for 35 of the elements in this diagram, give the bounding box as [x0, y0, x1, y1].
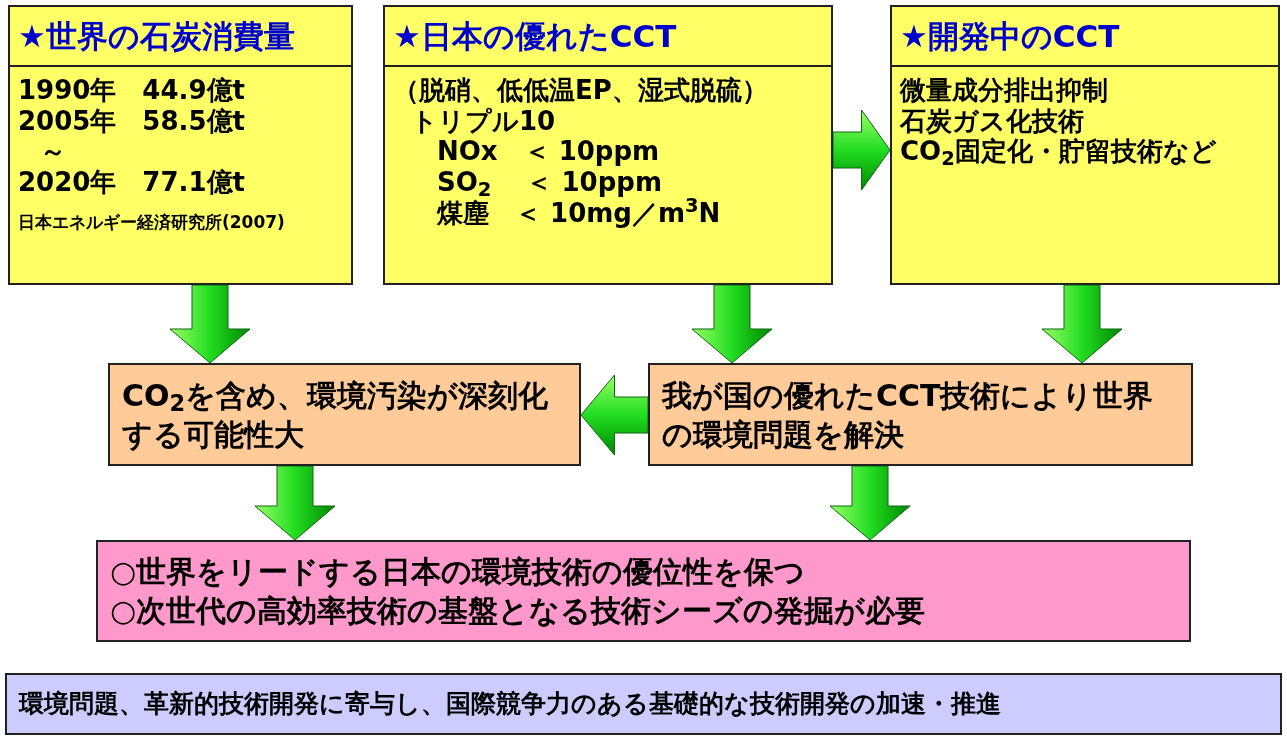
body-line: NOx ＜ 10ppm [437, 136, 660, 167]
body-line: 煤塵 ＜ 10mg／m$^{3}$N [437, 197, 721, 229]
body-line: 2020年 77.1億t [18, 167, 245, 198]
body-line: 1990年 44.9億t [18, 75, 245, 106]
box-text: ○次世代の高効率技術の基盤となる技術シーズの発掘が必要 [110, 592, 927, 630]
body-line: （脱硝、低低温EP、湿式脱硫） [393, 75, 768, 106]
result-box [108, 363, 581, 466]
box-text: 環境問題、革新的技術開発に寄与し、国際競争力のある基礎的な技術開発の加速・推進 [19, 687, 1002, 720]
block-arrow [829, 465, 911, 541]
block-arrow [832, 109, 891, 191]
info-card [8, 5, 353, 285]
result-box [96, 540, 1191, 642]
conclusion-bar [5, 673, 1282, 735]
body-line: トリプル10 [411, 105, 556, 137]
body-line: SO$_{2}$ ＜ 10ppm [437, 167, 662, 198]
block-arrow [691, 284, 773, 364]
body-line: CO$_{2}$固定化・貯留技術など [900, 136, 1217, 167]
body-line: 微量成分排出抑制 [900, 75, 1108, 106]
block-arrow [169, 284, 251, 364]
result-box [648, 363, 1193, 466]
body-line: 石炭ガス化技術 [900, 105, 1084, 137]
body-line: 2005年 58.5億t [18, 105, 245, 137]
card-heading: ★開発中のCCT [900, 20, 1120, 52]
card-heading: ★世界の石炭消費量 [18, 20, 295, 52]
card-heading: ★日本の優れたCCT [393, 20, 677, 52]
box-text: CO$_{2}$を含め、環境汚染が深刻化する可能性大 [122, 376, 550, 454]
info-card [890, 5, 1280, 285]
source-note: 日本エネルギー経済研究所(2007) [18, 211, 285, 232]
block-arrow [1041, 284, 1123, 364]
info-card [383, 5, 833, 285]
body-line: ～ [40, 136, 66, 167]
block-arrow [254, 465, 336, 541]
box-text: 我が国の優れたCCT技術により世界の環境問題を解決 [662, 376, 1155, 454]
box-text: ○世界をリードする日本の環境技術の優位性を保つ [110, 553, 807, 591]
block-arrow [580, 374, 649, 456]
